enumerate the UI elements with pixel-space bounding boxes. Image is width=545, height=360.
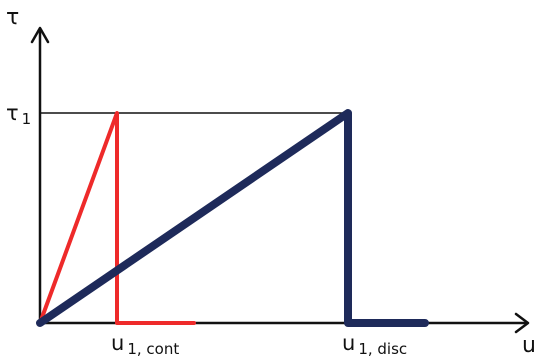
x-tick-label-main: u [342,331,355,355]
series-lines [36,109,429,327]
x-axis-arrowhead [514,312,530,334]
series-line-2 [36,109,429,327]
series-line-1 [38,111,196,325]
x-tick-label-subscript: 1, cont [127,340,179,358]
x-tick-label-main: u [111,331,124,355]
y-axis-arrowhead [30,26,50,44]
axes: u τ [6,5,536,358]
y-tick-label-main: τ [6,101,19,125]
x-tick-label-subscript: 1, disc [358,340,407,358]
y-axis-label: τ [6,5,19,30]
x-axis-label: u [522,333,536,358]
y-tick-label-subscript: 1 [22,110,32,128]
